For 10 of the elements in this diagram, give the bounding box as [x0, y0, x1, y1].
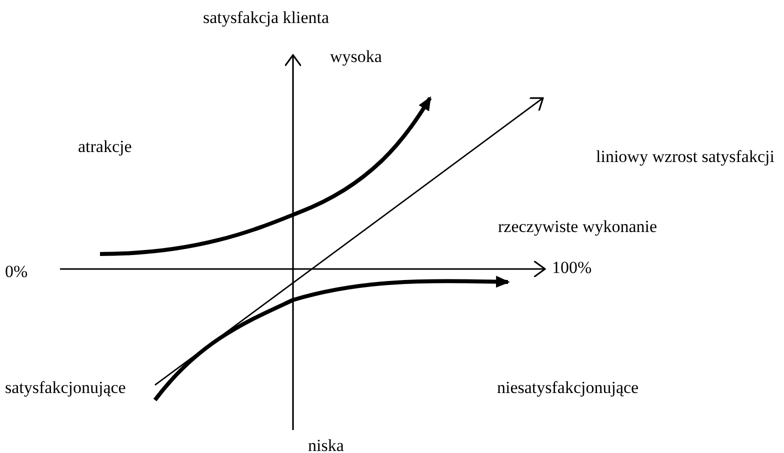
axis-label: niska	[308, 436, 344, 453]
axis-label: wysoka	[330, 47, 382, 67]
axis-label: satysfakcjonujące	[5, 378, 126, 398]
axis-label: liniowy wzrost satysfakcji	[596, 147, 774, 167]
axis-label: niesatysfakcjonujące	[497, 378, 639, 398]
axis-label: rzeczywiste wykonanie	[498, 217, 658, 237]
axis-label: 0%	[5, 262, 28, 282]
axis-label: satysfakcja klienta	[203, 8, 330, 28]
axis-label: atrakcje	[78, 137, 132, 157]
axis-label: 100%	[552, 258, 592, 278]
